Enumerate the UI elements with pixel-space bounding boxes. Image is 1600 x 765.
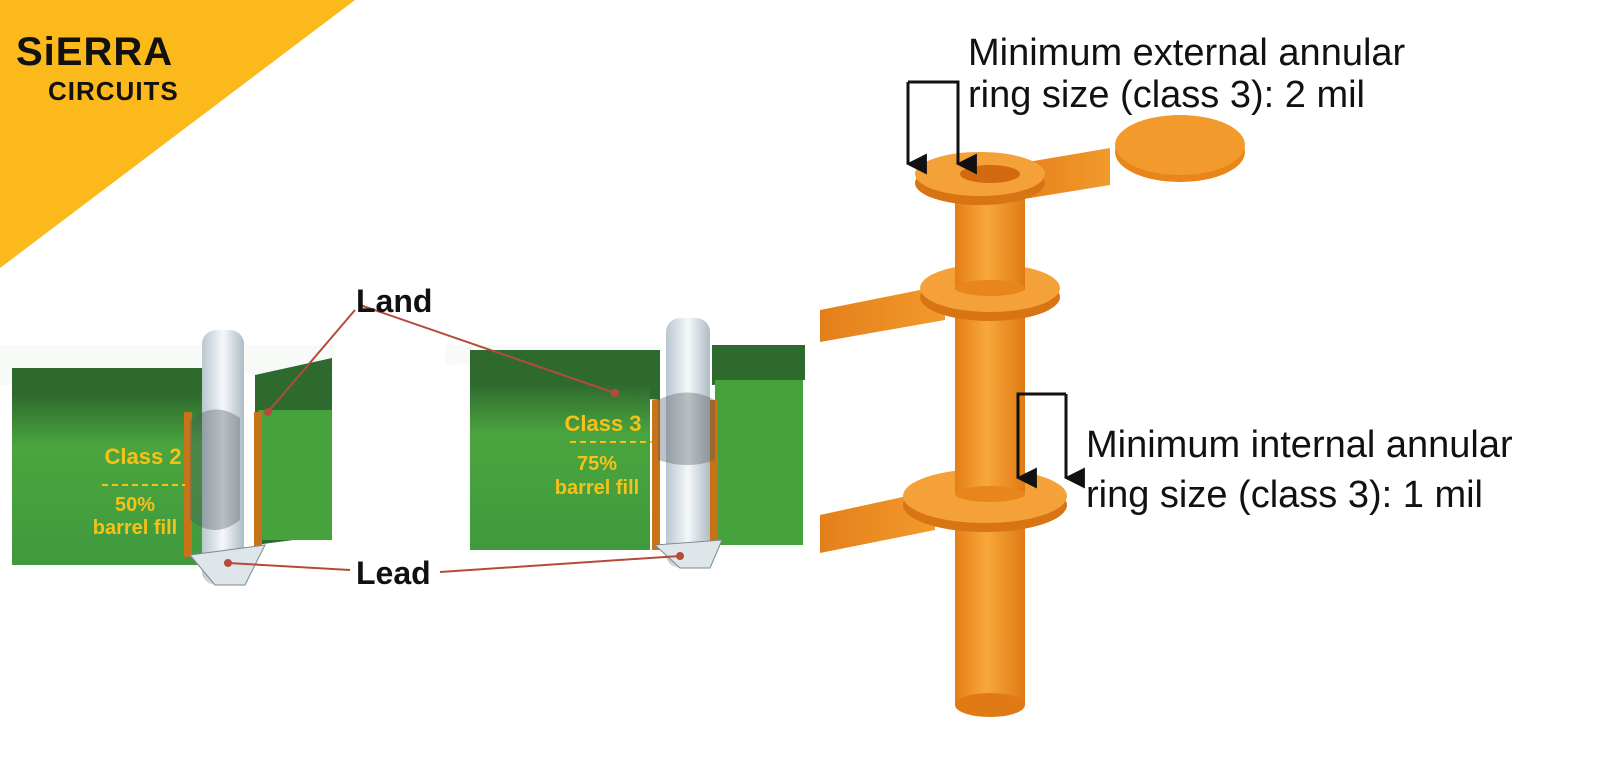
class2-fill-text: barrel fill (92, 517, 178, 539)
external-ring-label-line1: Minimum external annular (968, 32, 1406, 74)
class3-fill-percent: 75% (576, 453, 618, 475)
lead-label: Lead (356, 555, 431, 591)
class2-label: Class 2 (104, 444, 182, 469)
class3-fill-text: barrel fill (554, 477, 640, 499)
logo-corner-triangle (0, 0, 355, 268)
external-ring-label-line2: ring size (class 3): 2 mil (968, 74, 1365, 116)
leader-lines (224, 304, 684, 573)
class2-fill-percent: 50% (114, 494, 156, 516)
external-ring-arrows (905, 80, 977, 175)
internal-ring-label-line2: ring size (class 3): 1 mil (1086, 474, 1483, 516)
internal-ring-label-line1: Minimum internal annular (1086, 424, 1513, 466)
internal-ring-arrows (1015, 392, 1085, 489)
board-class2 (0, 330, 335, 586)
via-structure (820, 115, 1245, 717)
class3-label: Class 3 (564, 411, 642, 436)
land-label: Land (356, 283, 433, 319)
brand-logo-name: SiERRA (16, 30, 174, 74)
board-class3 (445, 318, 805, 569)
brand-logo-subtitle: CIRCUITS (48, 76, 179, 106)
